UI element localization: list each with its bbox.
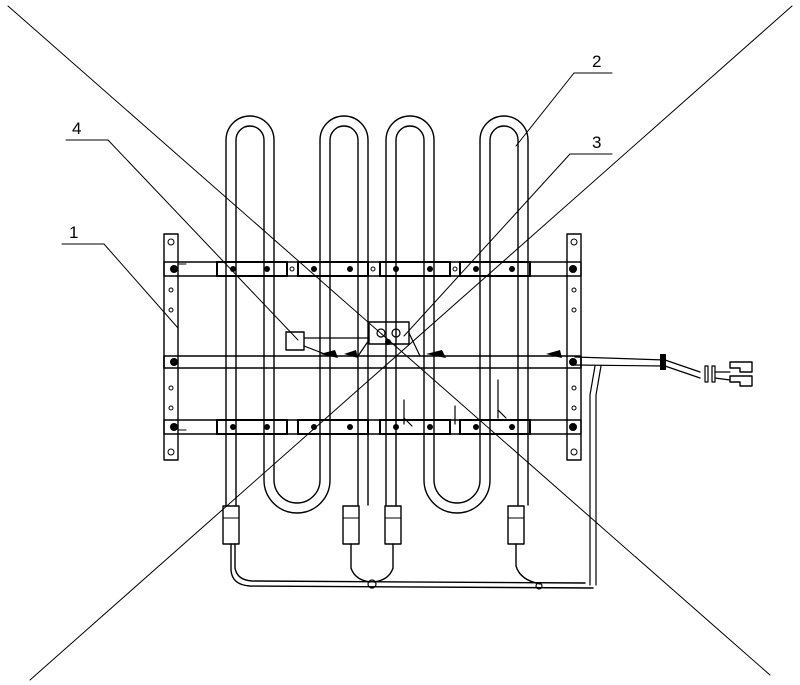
terminal-2 (342, 505, 360, 545)
frame (163, 233, 582, 461)
frame-middle-rail (163, 355, 582, 369)
frame-top-rail (163, 261, 582, 277)
frame-bottom-rail (163, 419, 582, 435)
callout-2-label: 2 (592, 52, 601, 71)
terminal-4 (507, 505, 525, 545)
terminal-1 (222, 505, 240, 545)
heater-tube (225, 115, 529, 514)
terminals-and-wiring (222, 505, 594, 590)
terminal-3 (384, 505, 402, 545)
callout-4-label: 4 (72, 119, 81, 138)
inner-wire-marks (403, 379, 507, 427)
thermostat (357, 321, 421, 357)
fuse-clip (285, 331, 562, 358)
frame-left-bracket (163, 233, 179, 461)
callout-3-label: 3 (592, 133, 601, 152)
frame-right-bracket (566, 233, 582, 461)
lead-harness (574, 354, 753, 586)
cross-line-b (29, 5, 793, 681)
cross-out-mark (7, 5, 793, 681)
callout-1-label: 1 (69, 223, 78, 242)
leader-lines (61, 72, 613, 341)
